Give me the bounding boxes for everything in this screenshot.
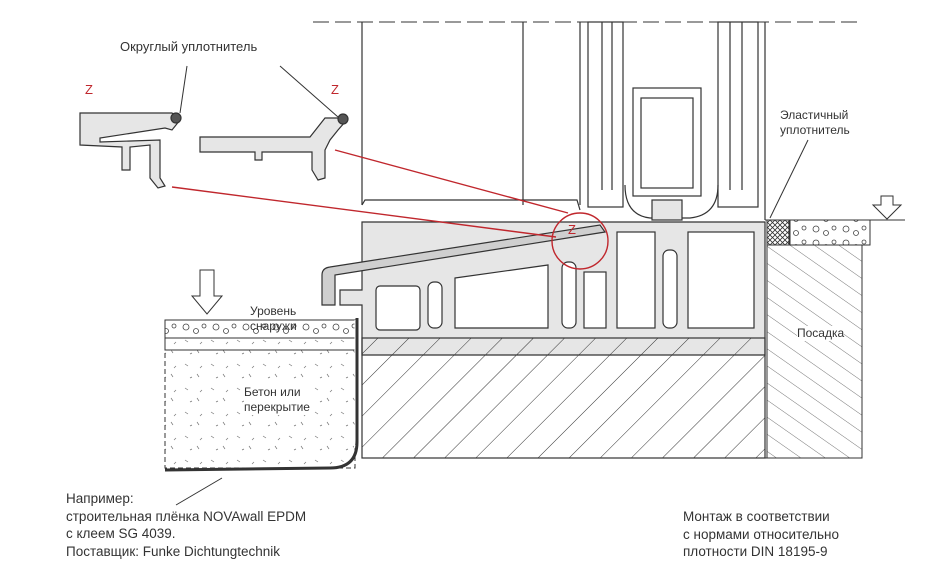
detail-marker-3: Z <box>568 222 576 237</box>
elastic-seal-label: Эластичный уплотнитель <box>780 108 850 138</box>
wall-frame <box>361 21 766 220</box>
base-hatched <box>361 337 766 459</box>
level-arrow-right <box>871 195 903 220</box>
detail-circle <box>551 212 609 270</box>
installation-note-line: Монтаж в соответствии <box>683 509 830 524</box>
membrane-line <box>164 318 359 472</box>
membrane-note: Например: строительная плёнка NOVAwall E… <box>66 490 306 560</box>
elastic-seal-label-line: уплотнитель <box>780 123 850 137</box>
callout-line-2 <box>334 149 569 214</box>
elastic-seal-block <box>766 219 790 246</box>
glazing-unit <box>624 87 719 221</box>
seal-detail-profiles <box>79 112 349 189</box>
outside-level-line: Уровень <box>250 304 297 318</box>
outside-level-line: снаружи <box>250 319 297 333</box>
membrane-note-line: с клеем SG 4039. <box>66 526 176 541</box>
membrane-note-line: Например: <box>66 491 134 506</box>
seating-area <box>766 244 863 459</box>
concrete-label-line: Бетон или <box>244 385 301 399</box>
screed-left <box>164 337 356 351</box>
sill-profile <box>321 221 766 356</box>
gravel-right <box>789 219 871 246</box>
detail-marker-2: Z <box>331 82 339 97</box>
installation-note-line: плотности DIN 18195-9 <box>683 544 828 559</box>
seating-label: Посадка <box>797 326 845 341</box>
callout-line-1 <box>171 186 557 238</box>
installation-note: Монтаж в соответствии с нормами относите… <box>683 508 839 561</box>
installation-note-line: с нормами относительно <box>683 526 839 542</box>
concrete-label: Бетон или перекрытие <box>244 385 310 415</box>
level-arrow-left <box>190 269 224 315</box>
membrane-note-line: строительная плёнка NOVAwall EPDM <box>66 508 307 524</box>
membrane-note-line: Поставщик: Funke Dichtungtechnik <box>66 543 281 559</box>
elastic-seal-label-line: Эластичный <box>780 108 849 122</box>
detail-marker-1: Z <box>85 82 93 97</box>
round-seal-label: Округлый уплотнитель <box>120 39 258 54</box>
concrete-label-line: перекрытие <box>244 400 310 414</box>
outside-level-label: Уровень снаружи <box>250 304 297 334</box>
